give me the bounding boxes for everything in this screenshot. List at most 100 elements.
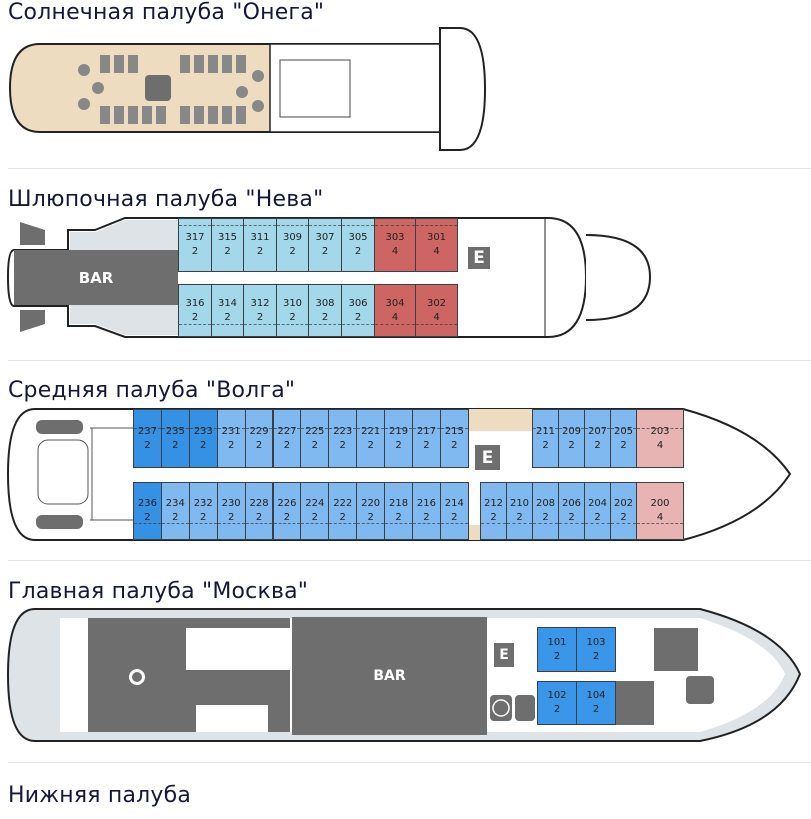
cabin-number: 215 — [444, 425, 464, 437]
cabin-number: 226 — [277, 498, 297, 509]
bar-area: BAR — [292, 617, 487, 735]
cabin-capacity: 2 — [283, 439, 291, 451]
cabin-number: 309 — [282, 232, 303, 243]
cabin-number: 224 — [305, 498, 325, 509]
cabin-capacity: 2 — [283, 512, 291, 523]
cabin-capacity: 2 — [620, 439, 627, 451]
cabin-capacity: 2 — [191, 246, 199, 257]
cabin-number: 231 — [221, 425, 241, 437]
cabin-number: 202 — [613, 498, 634, 509]
deck-title-sun: Солнечная палуба "Онега" — [8, 0, 325, 25]
cabin-capacity: 2 — [256, 246, 264, 257]
cabin-number: 205 — [613, 425, 634, 437]
cabin-number: 236 — [137, 498, 157, 509]
deck-title-main: Главная палуба "Москва" — [8, 579, 309, 604]
cabin-number: 235 — [165, 425, 185, 437]
cabin-capacity: 4 — [433, 246, 440, 257]
divider — [8, 360, 811, 361]
cabin-number: 232 — [193, 498, 213, 509]
cabin-number: 222 — [333, 498, 353, 509]
cabin-capacity: 2 — [592, 650, 600, 662]
cabin-number: 306 — [348, 297, 368, 309]
cabin-capacity: 2 — [553, 650, 561, 662]
cabin-number: 315 — [217, 232, 238, 243]
cabin-capacity: 4 — [656, 439, 664, 451]
bar-area: BAR — [14, 250, 178, 305]
cabin-capacity: 2 — [227, 512, 235, 523]
cabin-capacity: 2 — [224, 246, 231, 257]
cabin-capacity: 2 — [321, 246, 329, 257]
cabin-capacity: 4 — [391, 246, 399, 257]
cabin-capacity: 2 — [289, 311, 296, 323]
cabin-capacity: 2 — [144, 439, 151, 451]
cabin-number: 228 — [249, 498, 269, 509]
deck-title-lower: Нижняя палуба — [8, 783, 192, 808]
cabin-number: 217 — [416, 425, 436, 437]
cabin-number: 200 — [650, 498, 670, 509]
cabin-number: 219 — [388, 425, 409, 437]
cabin-capacity: 2 — [542, 512, 549, 523]
divider — [8, 168, 811, 169]
cabin-capacity: 2 — [423, 439, 430, 451]
cabin-capacity: 2 — [227, 439, 235, 451]
cabin-number: 227 — [277, 425, 297, 437]
cabin-capacity: 2 — [321, 311, 329, 323]
